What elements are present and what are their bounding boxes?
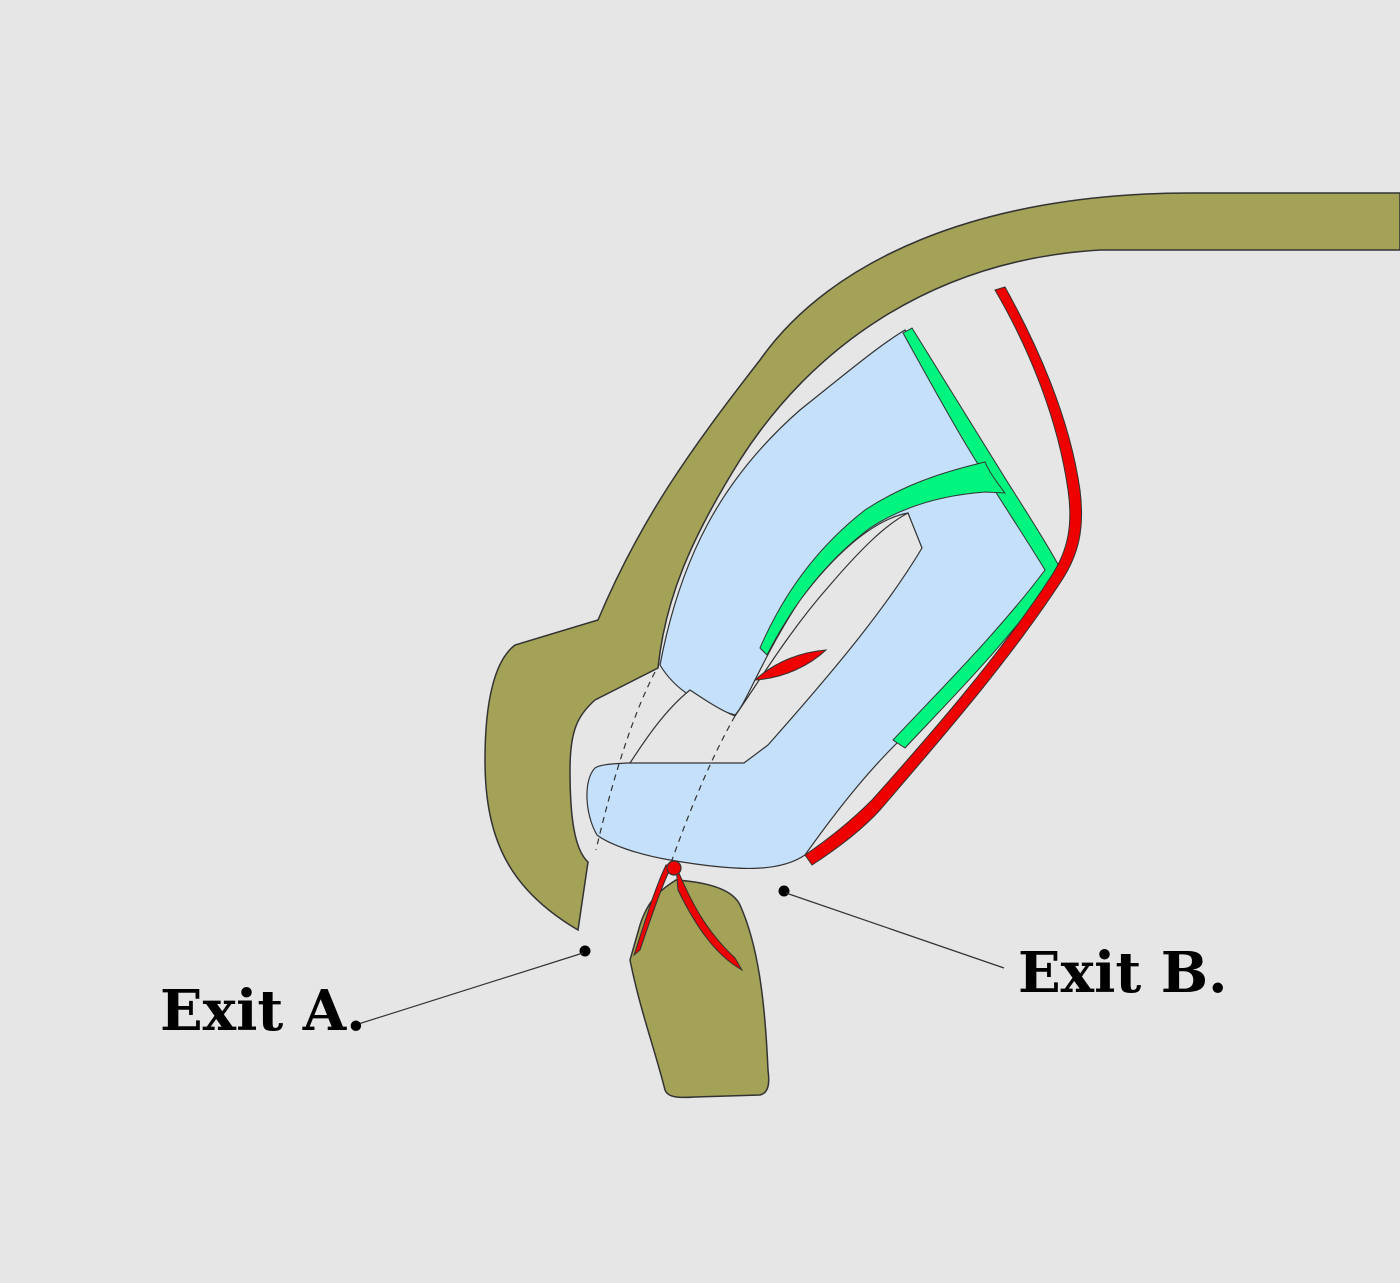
red-flap-outer bbox=[804, 286, 1083, 866]
exit-b-label: Exit B. bbox=[1018, 940, 1228, 1006]
red-flap-lower-right bbox=[675, 865, 744, 972]
exit-a-marker bbox=[579, 945, 591, 957]
exit-a-label: Exit A. bbox=[160, 978, 366, 1044]
red-flap-lower-left bbox=[632, 864, 673, 957]
dashed-guide-right bbox=[671, 715, 736, 861]
green-flap-inner bbox=[759, 461, 1007, 656]
red-flap-small bbox=[753, 649, 828, 681]
exit-b-marker bbox=[778, 885, 790, 897]
exit-a-leader-line bbox=[351, 952, 584, 1027]
hinge-point bbox=[666, 860, 682, 876]
exit-b-leader-line bbox=[785, 892, 1005, 969]
dashed-guide-left bbox=[595, 671, 656, 851]
outer-shell bbox=[484, 192, 1400, 932]
inner-slot bbox=[628, 512, 923, 764]
lower-post bbox=[629, 879, 770, 1099]
